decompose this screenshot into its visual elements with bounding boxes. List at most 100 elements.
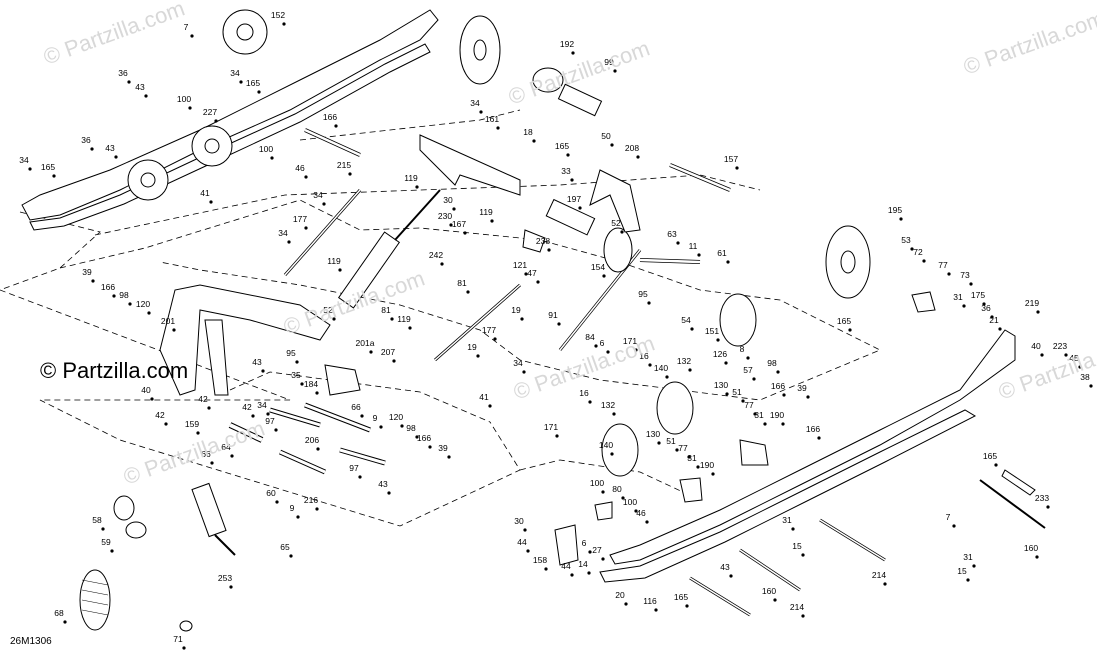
callout-label: 206	[305, 435, 319, 445]
callout-marker	[544, 567, 548, 571]
callout-marker	[1089, 384, 1093, 388]
callout-label: 190	[700, 460, 714, 470]
callout-marker	[746, 356, 750, 360]
callout-label: 214	[872, 570, 886, 580]
callout-marker	[112, 294, 116, 298]
callout-marker	[387, 491, 391, 495]
callout-marker	[654, 608, 658, 612]
callout-label: 161	[485, 114, 499, 124]
callout-marker	[848, 328, 852, 332]
callout-label: 80	[612, 484, 622, 494]
callout-label: 119	[479, 207, 493, 217]
callout-marker	[348, 172, 352, 176]
shocks	[191, 67, 633, 556]
callout-marker	[274, 428, 278, 432]
callout-marker	[144, 94, 148, 98]
callout-marker	[647, 301, 651, 305]
callout-label: 39	[82, 267, 92, 277]
callout-marker	[520, 317, 524, 321]
callout-marker	[270, 156, 274, 160]
callout-marker	[685, 604, 689, 608]
callout-label: 18	[523, 127, 533, 137]
callout-label: 119	[327, 256, 341, 266]
callout-marker	[1064, 353, 1068, 357]
callout-marker	[196, 431, 200, 435]
callout-marker	[440, 262, 444, 266]
callout-marker	[172, 328, 176, 332]
callout-label: 31	[782, 515, 792, 525]
callout-label: 160	[762, 586, 776, 596]
callout-label: 99	[604, 57, 614, 67]
callout-label: 14	[578, 559, 588, 569]
callout-marker	[741, 399, 745, 403]
callout-label: 159	[185, 419, 199, 429]
shock-253	[191, 482, 227, 538]
callout-label: 44	[517, 537, 527, 547]
callout-marker	[947, 272, 951, 276]
callout-marker	[676, 241, 680, 245]
rods-and-shafts	[228, 128, 1046, 617]
callout-marker	[266, 412, 270, 416]
callout-marker	[315, 507, 319, 511]
callout-marker	[982, 302, 986, 306]
callout-marker	[587, 571, 591, 575]
callout-marker	[332, 317, 336, 321]
callout-marker	[570, 573, 574, 577]
callout-label: 95	[286, 348, 296, 358]
callout-label: 132	[677, 356, 691, 366]
callout-label: 36	[118, 68, 128, 78]
callout-marker	[624, 602, 628, 606]
callout-label: 65	[280, 542, 290, 552]
callout-label: 116	[643, 596, 657, 606]
callout-marker	[969, 282, 973, 286]
callout-marker	[128, 302, 132, 306]
callout-marker	[696, 465, 700, 469]
callout-marker	[289, 554, 293, 558]
callout-label: 208	[625, 143, 639, 153]
callout-label: 6	[582, 538, 587, 548]
callout-marker	[665, 375, 669, 379]
callout-label: 175	[971, 290, 985, 300]
callout-marker	[466, 290, 470, 294]
callout-label: 120	[136, 299, 150, 309]
callout-marker	[613, 69, 617, 73]
callout-label: 100	[259, 144, 273, 154]
callout-marker	[952, 524, 956, 528]
callout-label: 38	[1080, 372, 1090, 382]
callout-marker	[735, 166, 739, 170]
callout-label: 15	[792, 541, 802, 551]
callout-label: 160	[1024, 543, 1038, 553]
callout-marker	[883, 582, 887, 586]
callout-marker	[817, 436, 821, 440]
callout-marker	[164, 422, 168, 426]
callout-label: 20	[615, 590, 625, 600]
callout-label: 207	[381, 347, 395, 357]
callout-marker	[127, 80, 131, 84]
callout-marker	[910, 247, 914, 251]
callout-label: 190	[770, 410, 784, 420]
callout-marker	[994, 463, 998, 467]
callout-label: 219	[1025, 298, 1039, 308]
callout-marker	[753, 412, 757, 416]
callout-label: 31	[963, 552, 973, 562]
callout-label: 61	[717, 248, 727, 258]
callout-label: 46	[295, 163, 305, 173]
callout-marker	[452, 207, 456, 211]
callout-marker	[547, 248, 551, 252]
callout-label: 201a	[356, 338, 375, 348]
callout-marker	[555, 434, 559, 438]
callout-label: 195	[888, 205, 902, 215]
callout-label: 11	[689, 241, 698, 251]
callout-label: 201	[161, 316, 175, 326]
callout-label: 31	[687, 453, 697, 463]
callout-label: 165	[983, 451, 997, 461]
callout-marker	[230, 454, 234, 458]
callout-label: 46	[636, 508, 646, 518]
callout-label: 119	[404, 173, 418, 183]
callout-label: 230	[438, 211, 452, 221]
callout-marker	[275, 500, 279, 504]
clip-71	[179, 620, 193, 632]
callout-label: 165	[41, 162, 55, 172]
callout-label: 34	[257, 400, 267, 410]
wheel-126	[719, 293, 757, 347]
